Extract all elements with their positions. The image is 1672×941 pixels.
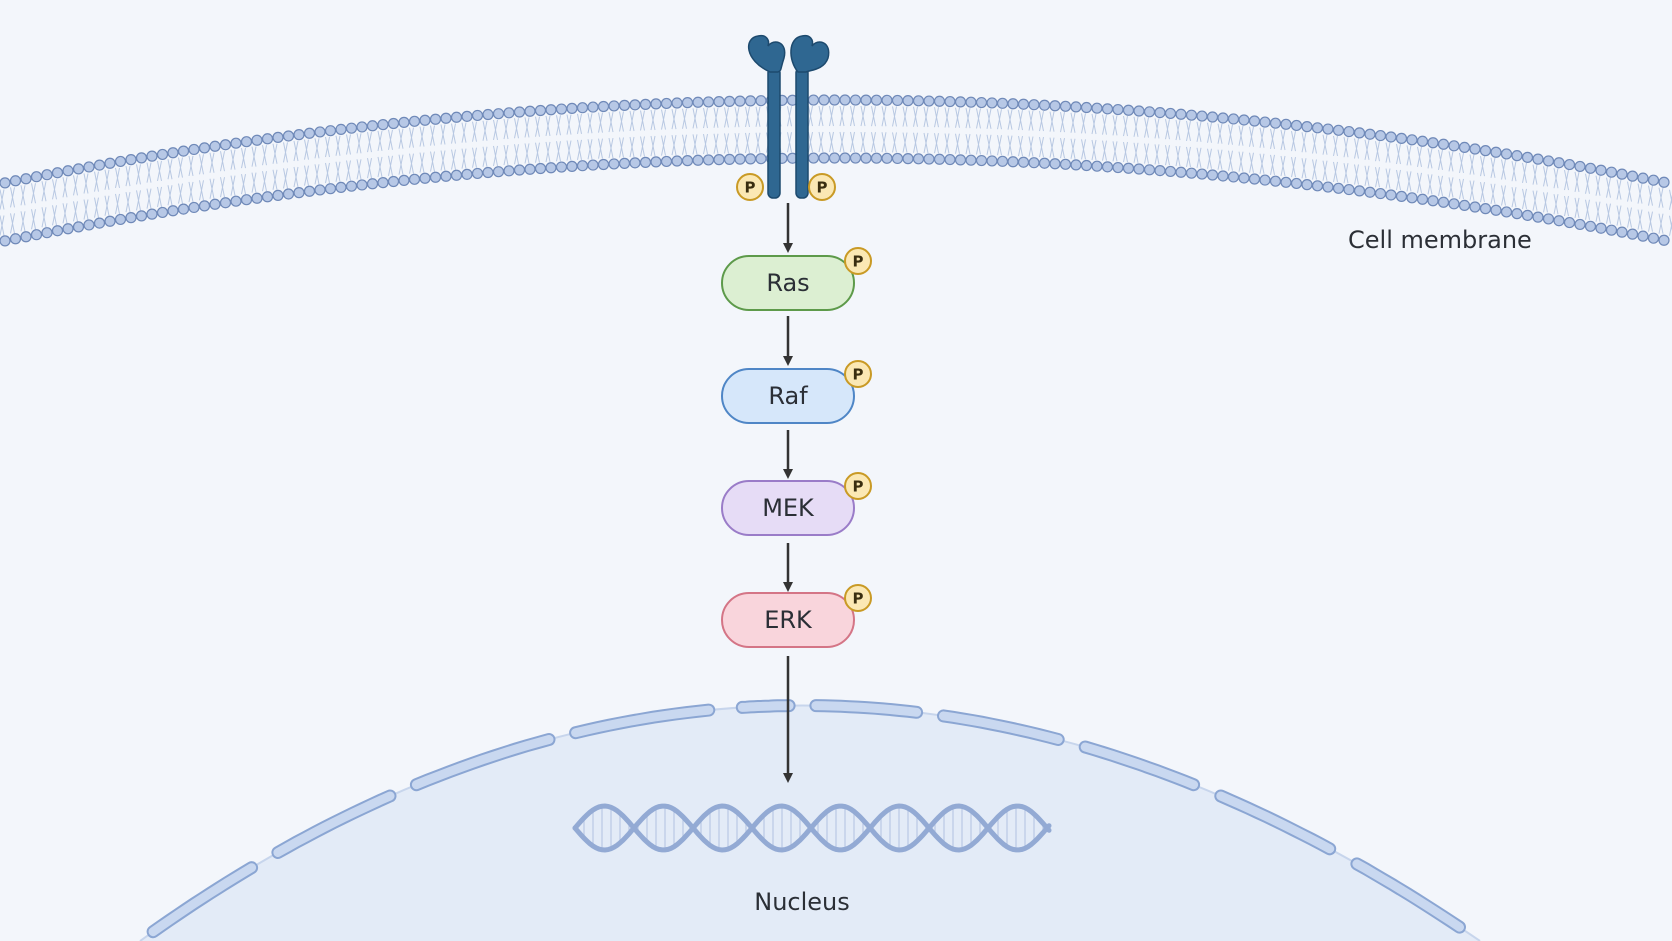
node-ras: Ras P — [721, 247, 872, 311]
nucleus-label: Nucleus — [754, 888, 850, 916]
node-label: Ras — [766, 269, 809, 297]
phospho-label: P — [817, 179, 828, 197]
node-label: MEK — [762, 494, 815, 522]
nuclear-envelope — [139, 699, 1481, 941]
membrane-label: Cell membrane — [1348, 226, 1532, 254]
node-raf: Raf P — [721, 360, 872, 424]
phospho-label: P — [853, 478, 864, 496]
phospho-label: P — [853, 366, 864, 384]
phospho-badge-icon — [844, 584, 872, 612]
node-erk: ERK P — [721, 584, 872, 648]
phospho-label: P — [853, 253, 864, 271]
phospho-badge-icon — [736, 173, 764, 201]
phospho-badge-icon — [808, 173, 836, 201]
phospho-label: P — [853, 590, 864, 608]
node-mek: MEK P — [721, 472, 872, 536]
phospho-badge-icon — [844, 472, 872, 500]
node-label: ERK — [764, 606, 813, 634]
cell-membrane — [0, 94, 1672, 247]
node-label: Raf — [768, 382, 808, 410]
phospho-label: P — [745, 179, 756, 197]
dna-helix-icon — [572, 803, 1052, 853]
phospho-badge-icon — [844, 247, 872, 275]
phospho-badge-icon — [844, 360, 872, 388]
